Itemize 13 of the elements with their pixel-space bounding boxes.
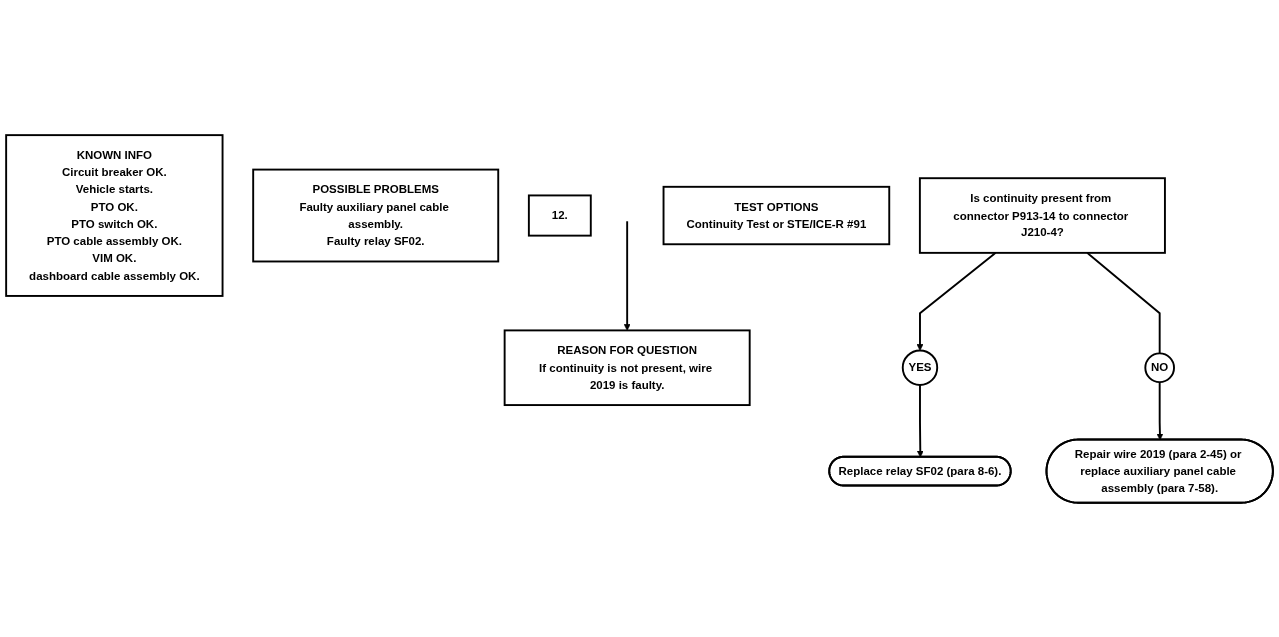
arrow: [1156, 380, 1164, 440]
node-circle: NO: [1144, 352, 1175, 383]
node-box: Is continuity present from connector P913-14 to connector J210-4?: [918, 176, 1166, 254]
node-box: TEST OPTIONS Continuity Test or STE/ICE-R #91: [662, 185, 891, 245]
arrow: [623, 219, 631, 331]
node-box: POSSIBLE PROBLEMS Faulty auxiliary panel cable assembly. Faulty relay SF02.: [252, 168, 500, 262]
node-box: KNOWN INFO Circuit breaker OK. Vehicle starts. PTO OK. PTO switch OK. PTO cable assembly OK. VIM OK. dashboard cable assembly OK.: [5, 133, 224, 297]
node-box: REASON FOR QUESTION If continuity is not present, wire 2019 is faulty.: [503, 329, 751, 406]
connector: [1086, 251, 1161, 354]
arrow: [916, 251, 997, 351]
node-circle: YES: [901, 349, 939, 386]
node-box: 12.: [527, 194, 592, 237]
arrow: [916, 383, 924, 457]
